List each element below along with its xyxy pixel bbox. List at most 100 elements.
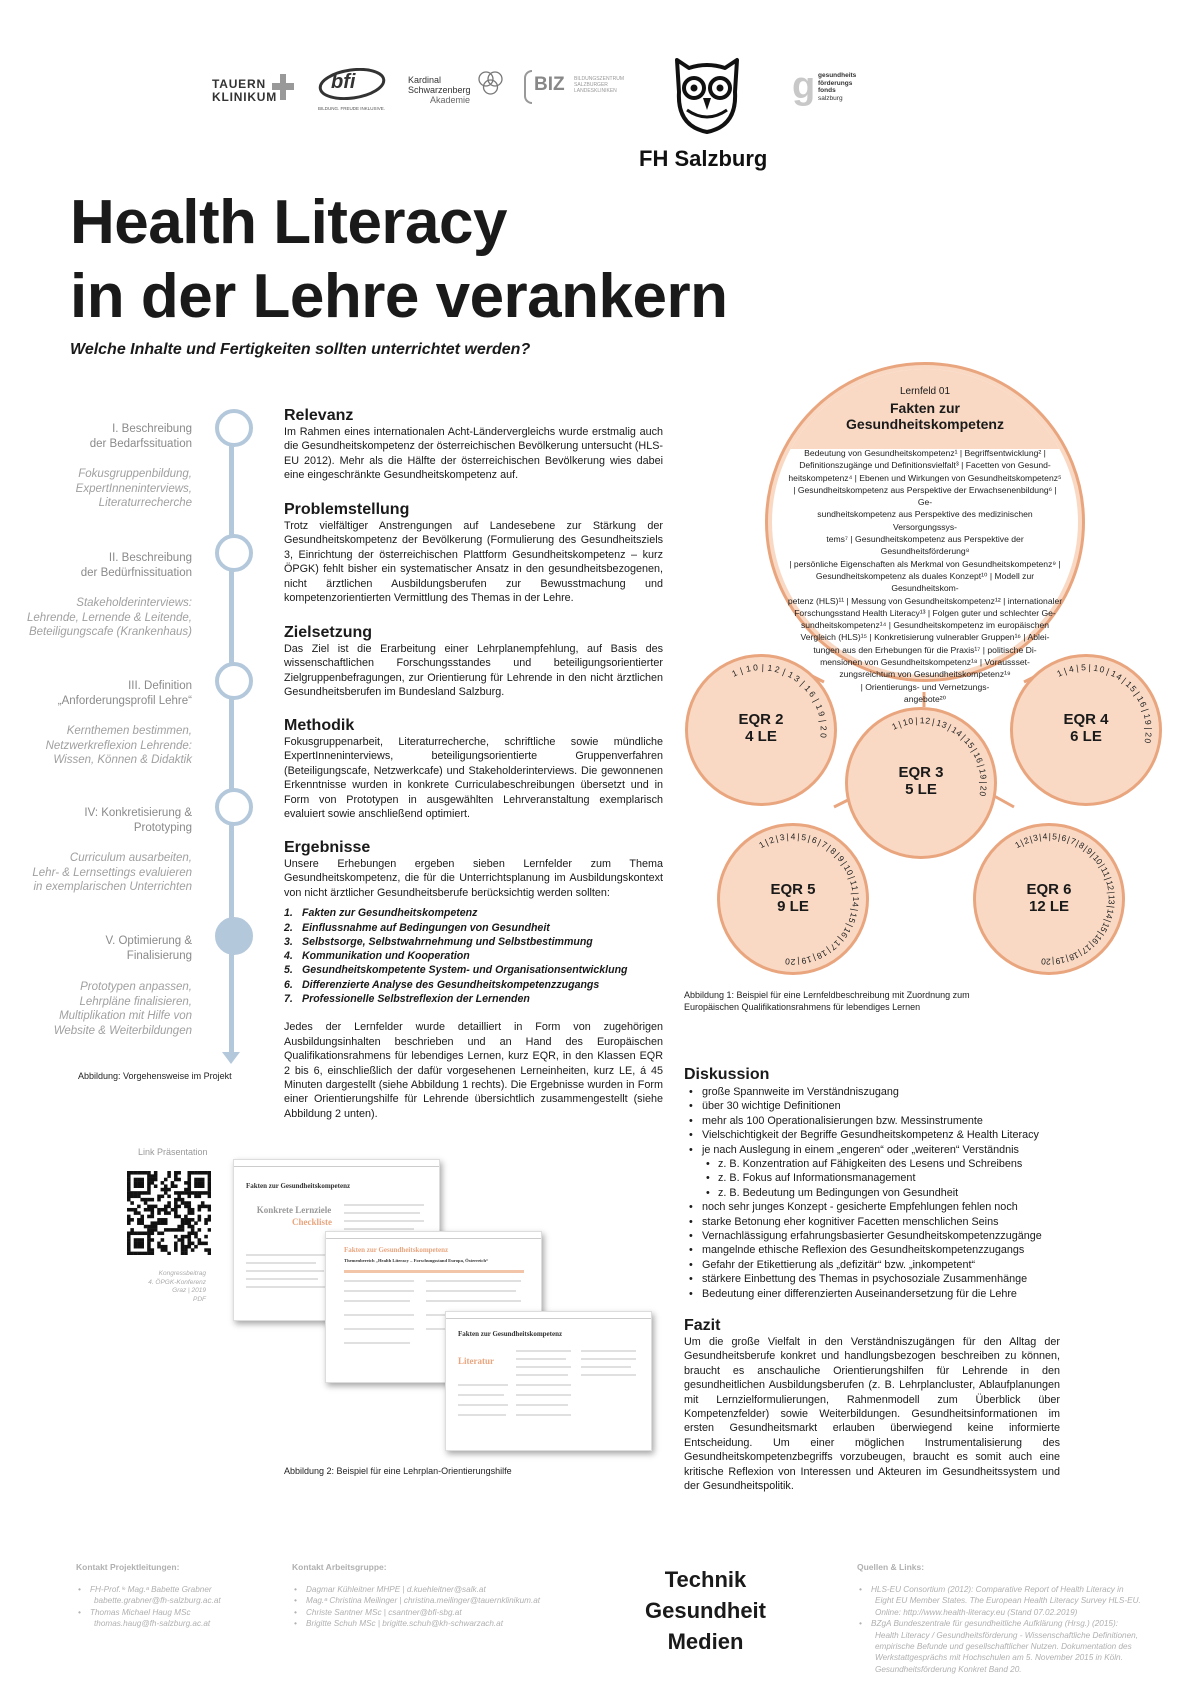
list-text: Gesundheitskompetente System- und Organi… bbox=[302, 964, 628, 977]
lernfeld-body-line: Vergleich (HLS)¹⁵ | Konkretisierung vuln… bbox=[800, 632, 1050, 643]
eqr-label-line: 12 LE bbox=[1028, 898, 1070, 915]
logo-biz-sub-3: LANDESKLINIKEN bbox=[574, 88, 617, 94]
footer-line: Dagmar Kühleitner MHPE | d.kuehleitner@s… bbox=[292, 1584, 540, 1596]
list-number: 6. bbox=[284, 978, 293, 991]
section-title: Problemstellung bbox=[284, 501, 410, 518]
lernfeld-body-line: tems⁷ | Gesundheitskompetenz aus Perspek… bbox=[826, 534, 1024, 557]
qr-code-icon[interactable] bbox=[127, 1171, 211, 1255]
timeline-step-head: IV: Konkretisierung & Prototyping bbox=[2, 806, 192, 835]
lernfeld-body-line: | Gesundheitskompetenz aus Perspektive d… bbox=[793, 484, 1057, 508]
footer-quellen-list: HLS-EU Consortium (2012): Comparative Re… bbox=[857, 1584, 1167, 1675]
section-title: Methodik bbox=[284, 717, 355, 734]
qr-caption-line: Kongressbeitrag bbox=[158, 1270, 206, 1277]
lernfeld-title: Fakten zur Gesundheitskompetenz bbox=[800, 400, 1050, 432]
poster-title-line-2: in der Lehre verankern bbox=[70, 262, 728, 331]
list-item: 7.Professionelle Selbstreflexion der Ler… bbox=[284, 992, 663, 1006]
doc-orange-title: Literatur bbox=[458, 1356, 494, 1366]
timeline-head-line: IV: Konkretisierung & bbox=[84, 807, 192, 819]
list-number: 7. bbox=[284, 993, 293, 1005]
list-item: starke Betonung eher kognitiver Facetten… bbox=[684, 1215, 1060, 1230]
footer-link[interactable]: Online: http://www.health-literacy.eu (S… bbox=[875, 1607, 1078, 1617]
timeline-desc-line: Fokusgruppenbildung, bbox=[78, 468, 192, 480]
list-item: 4.Kommunikation und Kooperation bbox=[284, 949, 663, 963]
logo-gff-3: fonds bbox=[818, 87, 836, 94]
qr-caption-line: Graz | 2019 bbox=[172, 1287, 206, 1294]
timeline-node bbox=[215, 409, 253, 447]
list-item: noch sehr junges Konzept - gesicherte Em… bbox=[684, 1200, 1060, 1215]
list-subitem: z. B. Konzentration auf Fähigkeiten des … bbox=[684, 1157, 1060, 1172]
logo-gff-2: förderungs bbox=[818, 79, 853, 87]
qr-caption-line: PDF bbox=[193, 1295, 206, 1303]
eqr-label-line: 5 LE bbox=[905, 781, 937, 798]
section-ergebnisse: Ergebnisse Unsere Erhebungen ergeben sie… bbox=[284, 838, 663, 1121]
cross-icon bbox=[272, 74, 294, 100]
section-relevanz: Relevanz Im Rahmen eines internationalen… bbox=[284, 406, 663, 483]
knot-icon bbox=[478, 71, 503, 95]
section-fazit: Fazit Um die große Vielfalt in den Verst… bbox=[684, 1316, 1060, 1493]
gff-g-icon: g bbox=[792, 65, 816, 107]
list-subitem: z. B. Fokus auf Informationsmanagement bbox=[684, 1171, 1060, 1186]
eqr-label-line: EQR 6 bbox=[1026, 881, 1072, 898]
lernfeld-kicker: Lernfeld 01 bbox=[899, 386, 951, 397]
footer-quellen-heading: Quellen & Links: bbox=[857, 1562, 925, 1572]
timeline-step-desc: Fokusgruppenbildung, ExpertInnenintervie… bbox=[0, 467, 192, 511]
section-zielsetzung: Zielsetzung Das Ziel ist die Erarbeitung… bbox=[284, 623, 663, 700]
timeline-step-head: II. Beschreibung der Bedürfnissituation bbox=[2, 551, 192, 580]
timeline-step-head: V. Optimierung & Finalisierung bbox=[2, 934, 192, 963]
timeline-step-head: III. Definition „Anforderungsprofil Lehr… bbox=[2, 679, 192, 708]
footer-email[interactable]: thomas.haug@fh-salzburg.ac.at bbox=[94, 1619, 211, 1629]
section-title: Relevanz bbox=[284, 407, 354, 424]
footer-line: Werkstattgesprächs mit Hochschulen am 5.… bbox=[875, 1653, 1123, 1663]
list-item: 6. Differenzierte Analyse des Gesundheits… bbox=[284, 978, 663, 992]
footer-line: BZgA Bundeszentrale für gesundheitliche … bbox=[857, 1618, 1167, 1630]
footer-email[interactable]: babette.grabner@fh-salzburg.ac.at bbox=[94, 1596, 221, 1606]
footer-center-line: Technik bbox=[664, 1567, 747, 1592]
section-text: Im Rahmen eines internationalen Acht-Län… bbox=[284, 426, 663, 482]
eqr-label-line: 9 LE bbox=[777, 898, 809, 915]
timeline-head-line: Finalisierung bbox=[126, 949, 192, 962]
list-text: Differenzierte Analyse des Gesundheitsko… bbox=[302, 978, 600, 991]
section-text: Um die große Vielfalt in den Verständnis… bbox=[684, 1336, 1060, 1493]
timeline-desc-line: Wissen, Können & Didaktik bbox=[53, 754, 192, 766]
eqr-label-line: EQR 2 bbox=[738, 711, 784, 728]
doc-preview-literatur: Fakten zur Gesundheitskompetenz Literatu… bbox=[445, 1311, 652, 1451]
timeline-head-line: Prototyping bbox=[133, 821, 192, 834]
logo-biz-text: BIZ bbox=[534, 74, 565, 95]
list-text: Fakten zur Gesundheitskompetenz bbox=[302, 907, 478, 920]
lernfelder-list: 1.Fakten zur Gesundheitskompetenz 2.Einf… bbox=[284, 906, 663, 1006]
section-text: Trotz vielfältiger Anstrengungen auf Lan… bbox=[284, 520, 663, 605]
lernfeld-body-line: petenz (HLS)¹¹ | Messung von Gesundheits… bbox=[787, 595, 1063, 606]
poster-title: Health Literacy in der Lehre verankern bbox=[70, 186, 728, 334]
footer-arbeit-heading: Kontakt Arbeitsgruppe: bbox=[292, 1562, 387, 1572]
timeline-desc-line: Prototypen anpassen, bbox=[80, 981, 192, 993]
list-item: über 30 wichtige Definitionen bbox=[684, 1099, 1060, 1114]
section-title: Diskussion bbox=[684, 1066, 770, 1083]
logo-tauern-text-2: KLINIKUM bbox=[212, 90, 278, 104]
eqr-label-line: 4 LE bbox=[745, 728, 777, 745]
lernfeld-body-line: angebote²⁰ bbox=[903, 693, 947, 704]
list-item: je nach Auslegung in einem „engeren“ ode… bbox=[684, 1143, 1060, 1158]
timeline-desc-line: Curriculum ausarbeiten, bbox=[69, 852, 192, 864]
lernfeld-title-line: Fakten zur bbox=[889, 400, 960, 416]
caption-line: Europäischen Qualifikationsrahmens für l… bbox=[684, 1001, 921, 1012]
section-diskussion: Diskussion große Spannweite im Verständn… bbox=[684, 1065, 1060, 1302]
timeline-desc-line: Lehr- & Lernsettings evaluieren bbox=[32, 866, 192, 879]
logo-kardinal-2: Schwarzenberg bbox=[408, 85, 471, 95]
list-item: 3.Selbstsorge, Selbstwahrnehmung und Sel… bbox=[284, 935, 663, 949]
logo-kardinal-1: Kardinal bbox=[408, 75, 442, 85]
lernfeld-body-line: mensionen von Gesundheitskompetenz¹⁸ | V… bbox=[820, 657, 1030, 668]
timeline-head-line: der Bedürfnissituation bbox=[80, 566, 192, 579]
figure-1-caption: Abbildung 1: Beispiel für eine Lernfeldb… bbox=[684, 990, 970, 1013]
lernfeld-body-line: sundheitskompetenz aus Perspektive des m… bbox=[817, 509, 1033, 532]
timeline-head-line: der Bedarfssituation bbox=[89, 437, 192, 450]
timeline-desc-line: Stakeholderinterviews: bbox=[76, 597, 192, 609]
lernfeld-body-line: Definitionszugänge und Definitionsvielfa… bbox=[799, 460, 1051, 471]
timeline-desc-line: Website & Weiterbildungen bbox=[53, 1024, 192, 1037]
list-item: 1.Fakten zur Gesundheitskompetenz bbox=[284, 906, 663, 920]
list-item: große Spannweite im Verständniszugang bbox=[684, 1085, 1060, 1100]
timeline-desc-line: ExpertInneninterviews, bbox=[75, 482, 192, 495]
footer-line: Gesundheitsförderung Konkret Band 20. bbox=[875, 1664, 1022, 1674]
lernfeld-body: Bedeutung von Gesundheitskompetenz¹ | Be… bbox=[785, 447, 1065, 705]
eqr-label-line: EQR 3 bbox=[898, 764, 944, 781]
timeline-caption: Abbildung: Vorgehensweise im Projekt bbox=[78, 1071, 232, 1081]
